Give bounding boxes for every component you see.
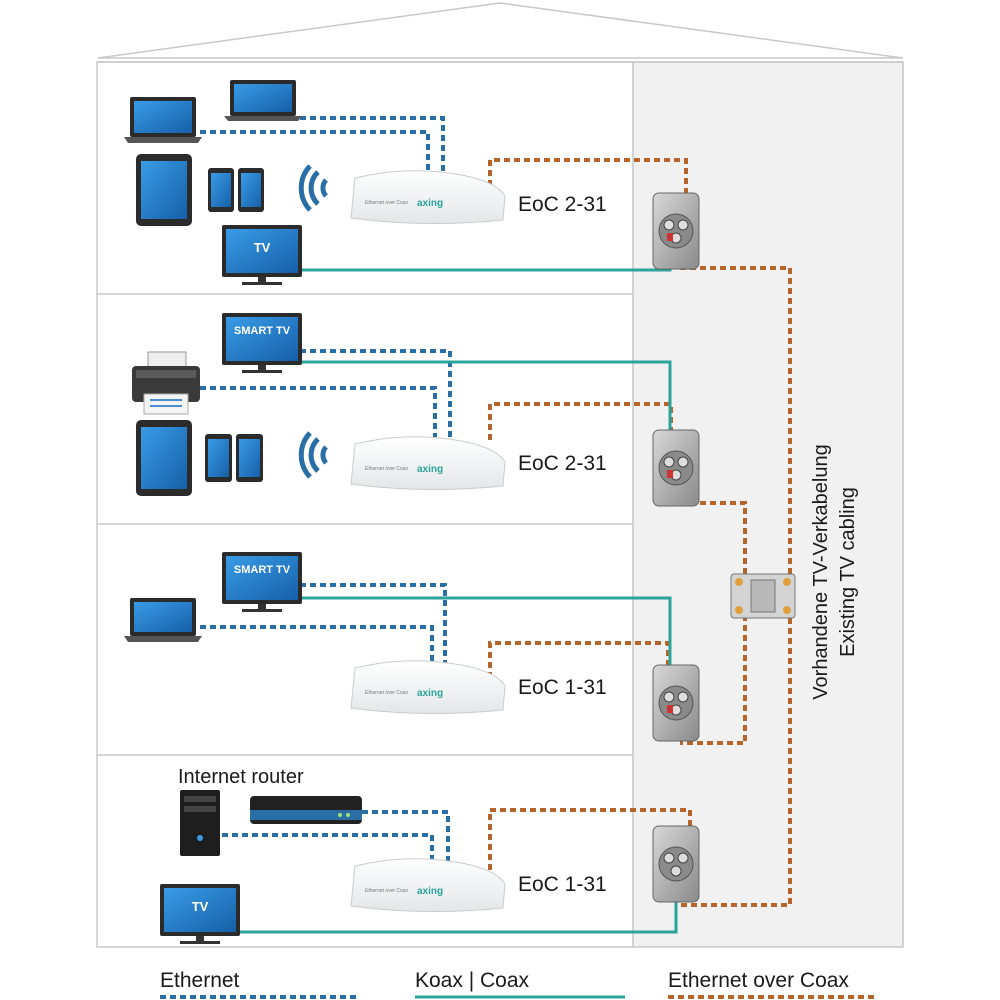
laptop-icon [124,97,202,143]
svg-text:Ethernet over Coax: Ethernet over Coax [365,466,409,472]
modem-label: EoC 2-31 [518,452,607,475]
svg-text:Ethernet over Coax: Ethernet over Coax [365,690,409,696]
house-outline [96,61,904,948]
roof [97,2,904,59]
svg-text:Ethernet over Coax: Ethernet over Coax [365,200,409,206]
legend-coax: Koax | Coax [415,969,530,992]
tv-icon [222,225,302,285]
svg-text:axing: axing [417,886,443,897]
wifi-icon [298,164,329,212]
phone-icon [238,168,264,212]
splitter-icon [730,573,796,619]
ethernet-cables [200,116,452,862]
laptop-icon [124,598,202,642]
svg-text:axing: axing [417,688,443,699]
phone-icon [208,168,234,212]
tablet-icon [136,420,192,496]
wall-socket-icon [652,664,700,742]
modem-label: EoC 1-31 [518,873,607,896]
modem-label: EoC 2-31 [518,193,607,216]
cabling-label-line2: Existing TV cabling [837,487,859,657]
smart-tv-icon [222,552,302,612]
existing-cabling-label: Vorhandene TV-Verkabelung Existing TV ca… [808,402,862,742]
tv-icon [160,884,240,944]
wall-socket-icon [652,192,700,270]
tablet-icon [136,154,192,226]
smart-tv-icon [222,313,302,373]
tv-label: TV [191,899,209,914]
eoc-modem: Ethernet over Coax axing [350,660,506,715]
smart-tv-label: SMART TV [233,564,291,576]
coax-cables [238,228,678,934]
smart-tv-label: SMART TV [233,325,291,337]
legend-ethernet: Ethernet [160,969,240,992]
pc-tower-icon [180,790,220,856]
wall-socket-icon [652,825,700,903]
svg-text:axing: axing [417,464,443,475]
cabling-label-line1: Vorhandene TV-Verkabelung [810,444,832,700]
modem-label: EoC 1-31 [518,676,607,699]
eoc-cables [488,158,792,907]
printer-icon [132,351,200,415]
router-icon [250,796,362,824]
router-label: Internet router [178,766,304,788]
legend-eoc: Ethernet over Coax [668,969,849,992]
phone-icon [205,434,232,482]
svg-text:axing: axing [417,198,443,209]
existing-tv-cabling [680,266,792,907]
wifi-icon [298,431,329,479]
tv-label: TV [253,240,271,255]
eoc-modem: Ethernet over Coax axing [350,170,506,225]
phone-icon [236,434,263,482]
wall-socket-icon [652,429,700,507]
laptop-icon [224,80,302,121]
eoc-modem: Ethernet over Coax axing [350,858,506,913]
svg-text:Ethernet over Coax: Ethernet over Coax [365,888,409,894]
eoc-modem: Ethernet over Coax axing [350,436,506,491]
